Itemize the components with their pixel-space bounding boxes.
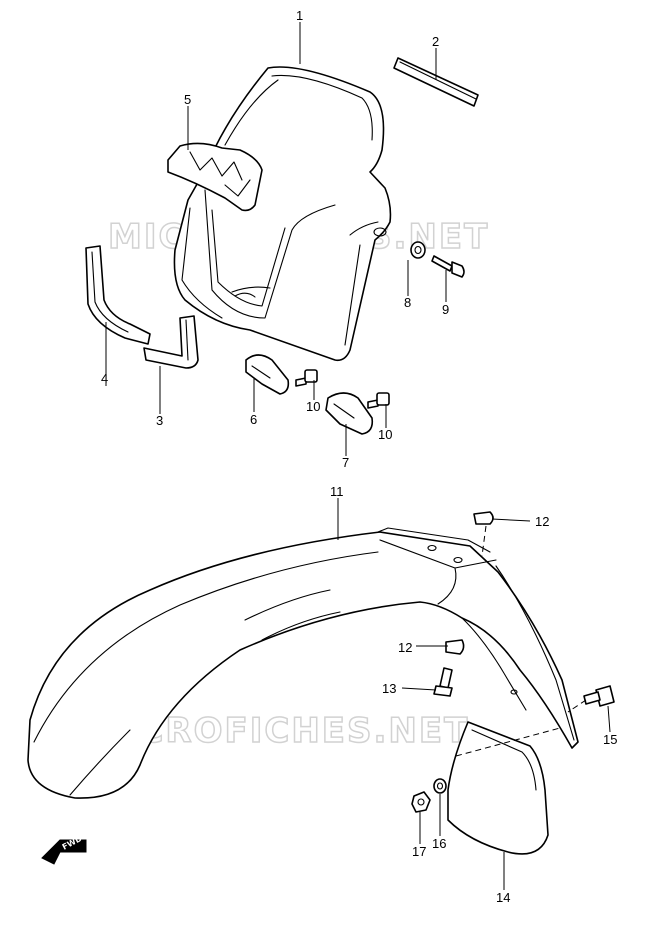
callout-10a: 10 bbox=[306, 399, 320, 414]
callout-labels: 1 2 5 4 3 6 7 8 9 10 10 11 12 12 13 15 1… bbox=[101, 8, 617, 905]
alignment-line-bolt bbox=[567, 699, 587, 713]
callout-9: 9 bbox=[442, 302, 449, 317]
callout-16: 16 bbox=[432, 836, 446, 851]
callout-17: 17 bbox=[412, 844, 426, 859]
headlight-cowl bbox=[173, 66, 392, 362]
bolt-15 bbox=[583, 685, 615, 707]
callout-15: 15 bbox=[603, 732, 617, 747]
forward-direction-badge: FWD bbox=[41, 834, 87, 865]
bracket-left bbox=[245, 354, 290, 395]
callout-3: 3 bbox=[156, 413, 163, 428]
screw-10a bbox=[295, 369, 318, 387]
screw-10b bbox=[367, 392, 390, 409]
washer-16 bbox=[433, 778, 447, 794]
rubber-strip bbox=[393, 57, 479, 107]
washer-8 bbox=[410, 241, 426, 259]
lower-trim bbox=[143, 315, 199, 369]
callout-12b: 12 bbox=[398, 640, 412, 655]
callout-12a: 12 bbox=[535, 514, 549, 529]
upper-trim bbox=[85, 245, 151, 345]
forward-arrow-icon bbox=[41, 839, 87, 865]
bracket-right bbox=[325, 392, 374, 435]
callout-7: 7 bbox=[342, 455, 349, 470]
callout-11: 11 bbox=[330, 484, 344, 499]
callout-13: 13 bbox=[382, 681, 396, 696]
callout-10b: 10 bbox=[378, 427, 392, 442]
alignment-line-clip bbox=[481, 525, 487, 557]
bolt-9 bbox=[431, 255, 465, 278]
alignment-line-flap bbox=[455, 727, 561, 757]
nut-17 bbox=[411, 791, 431, 813]
clip-12b bbox=[445, 639, 465, 655]
callout-6: 6 bbox=[250, 412, 257, 427]
callout-8: 8 bbox=[404, 295, 411, 310]
callout-1: 1 bbox=[296, 8, 303, 23]
callout-14: 14 bbox=[496, 890, 510, 905]
bolt-13 bbox=[433, 667, 453, 697]
emblem-bracket bbox=[167, 142, 263, 212]
callout-2: 2 bbox=[432, 34, 439, 49]
callout-4: 4 bbox=[101, 371, 108, 386]
front-fender bbox=[27, 527, 579, 799]
leader-lines bbox=[105, 22, 611, 890]
mud-flap bbox=[447, 721, 549, 855]
clip-12a bbox=[473, 511, 494, 525]
callout-5: 5 bbox=[184, 92, 191, 107]
